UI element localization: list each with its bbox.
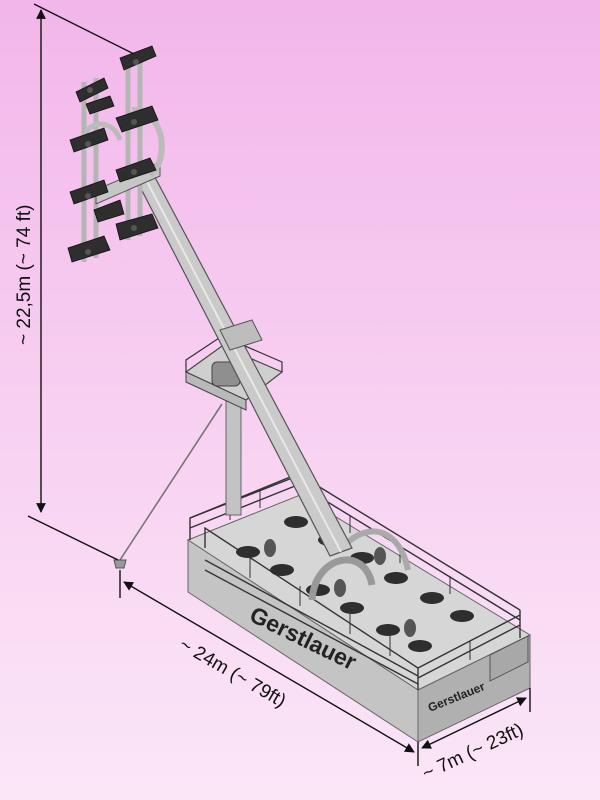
width-dimension <box>421 688 531 749</box>
height-label: ~ 22,5m (~ 74 ft) <box>14 205 35 345</box>
height-dimension <box>27 3 135 561</box>
platform-ring-rear <box>342 528 411 571</box>
stay-cable <box>119 403 223 561</box>
cable-anchor <box>113 559 127 569</box>
length-dimension <box>119 570 419 766</box>
gondola <box>67 45 165 263</box>
boom-arm <box>133 167 353 557</box>
